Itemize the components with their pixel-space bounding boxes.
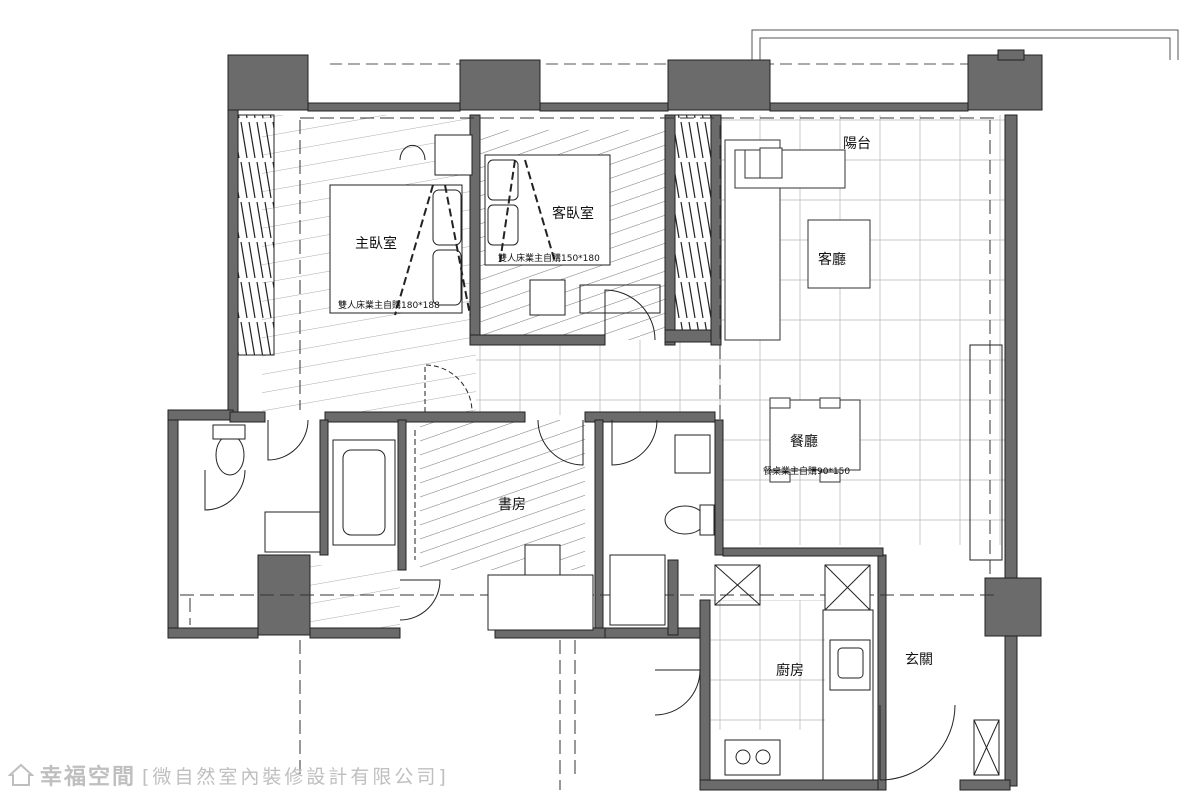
guest-bedroom-label: 客臥室 [552, 205, 594, 222]
study-label: 書房 [498, 497, 526, 513]
walls [167, 49, 1043, 791]
master-bed-note: 雙人床業主自購180*188 [338, 299, 440, 311]
entrance-label: 玄關 [905, 651, 933, 668]
watermark: 幸福空間 [微自然室內裝修設計有限公司] [8, 760, 449, 790]
balcony-railing [330, 29, 1179, 65]
living-furniture [724, 139, 871, 483]
bathroom-fixtures [212, 424, 715, 626]
dining-room-label: 餐廳 [790, 433, 818, 450]
watermark-company: [微自然室內裝修設計有限公司] [142, 765, 449, 788]
living-room-label: 客廳 [818, 251, 846, 268]
house-logo-icon [8, 763, 34, 786]
master-bedroom-label: 主臥室 [355, 235, 397, 252]
guest-bed-note: 雙人床業主自購150*180 [498, 252, 600, 264]
dining-table-note: 餐桌業主自購90*150 [763, 465, 850, 477]
watermark-brand: 幸福空間 [40, 765, 137, 790]
guest-bed [484, 154, 661, 316]
kitchen-fixtures [714, 344, 1003, 781]
study-furniture [414, 430, 594, 631]
master-bed [329, 134, 473, 316]
doors [204, 289, 956, 781]
balcony-label: 陽台 [843, 136, 871, 152]
kitchen-label: 廚房 [776, 662, 804, 679]
